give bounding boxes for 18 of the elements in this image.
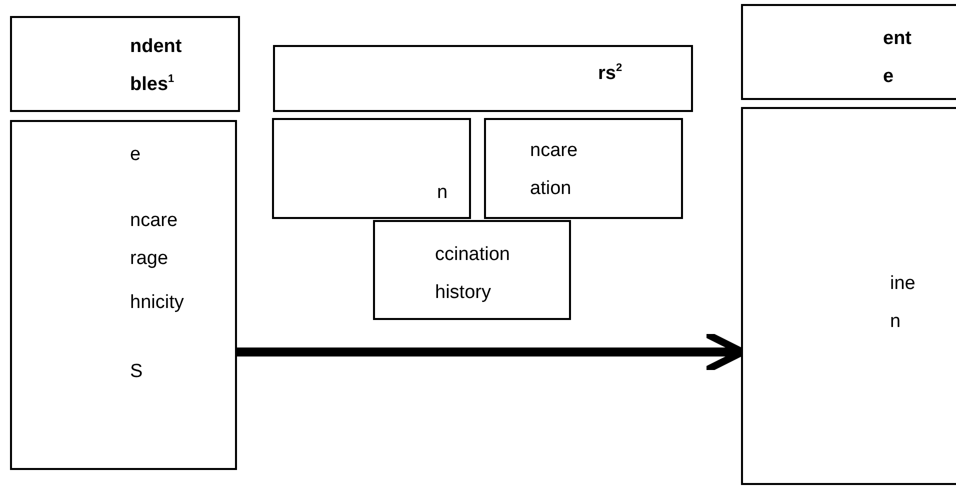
variable-box [741, 4, 956, 100]
box-label: ccination history [435, 243, 510, 305]
box-label: n [437, 181, 448, 205]
box-label: ine n [890, 272, 916, 334]
box-label: S [130, 360, 143, 384]
box-label: e [130, 143, 141, 167]
box-label: rs$^{2}$ [598, 61, 622, 86]
variable-box [10, 16, 240, 112]
box-label: ent e [883, 27, 912, 89]
variable-box [273, 45, 693, 112]
variable-box [272, 118, 471, 219]
variable-box [373, 220, 571, 320]
variable-box [10, 120, 237, 470]
box-label: hnicity [130, 291, 184, 315]
variable-box [741, 107, 956, 485]
box-label: ncare ation [530, 139, 578, 201]
box-label: ndent bles$^{1}$ [130, 35, 182, 97]
variable-box [484, 118, 683, 219]
